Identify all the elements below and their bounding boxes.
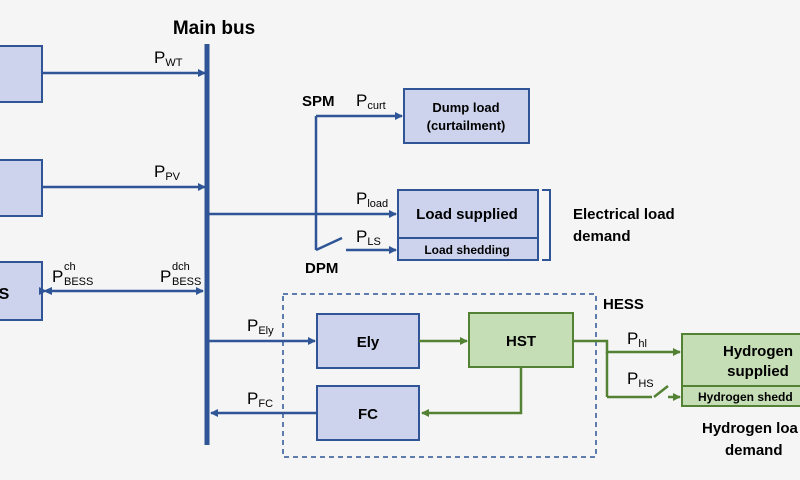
hst-to-h2-supplied-arrow <box>573 339 681 356</box>
p-wt-label: PWT <box>154 48 183 69</box>
load-supplied-label: Load supplied <box>416 206 518 223</box>
svg-text:dch: dch <box>172 261 190 273</box>
fc-label: FC <box>358 406 378 423</box>
p-ls-label: PLS <box>356 227 381 248</box>
main-bus-title: Main bus <box>173 18 255 39</box>
svg-text:ch: ch <box>64 261 76 273</box>
p-curt-label: Pcurt <box>356 91 386 112</box>
pv-block <box>0 159 43 217</box>
p-ely-label: PEly <box>247 316 274 337</box>
load-supplied-block <box>397 189 539 239</box>
p-hs-label: PHS <box>627 369 654 390</box>
svg-text:P: P <box>52 267 63 286</box>
fc-block <box>316 385 420 441</box>
dpm-switch <box>315 236 343 252</box>
wt-block <box>0 45 43 103</box>
hst-block <box>468 312 574 368</box>
p-pv-label: PPV <box>154 162 181 183</box>
p-bess-ch-label: P ch BESS <box>52 261 93 288</box>
hess-boundary <box>282 293 597 458</box>
hess-label: HESS <box>603 296 644 313</box>
ely-label: Ely <box>357 334 380 351</box>
svg-text:P: P <box>160 267 171 286</box>
svg-text:BESS: BESS <box>64 276 93 288</box>
dump-load-label-2: (curtailment) <box>427 118 506 133</box>
h2-shedding-block <box>681 385 800 407</box>
ely-block <box>316 313 420 369</box>
h2-shedding-label: Hydrogen shedd <box>698 390 793 404</box>
bess-block-label: S <box>0 286 10 303</box>
spm-label: SPM <box>302 93 335 110</box>
dump-load-label-1: Dump load <box>432 100 499 115</box>
dpm-label: DPM <box>305 260 338 277</box>
h2-supplied-label-1: Hydrogen <box>723 343 793 360</box>
load-shedding-block <box>397 237 539 261</box>
h2-demand-label-1: Hydrogen loa <box>702 420 799 437</box>
hst-label: HST <box>506 333 536 350</box>
h2-shedding-switch <box>653 385 669 398</box>
electrical-demand-bracket <box>542 189 551 261</box>
hst-to-fc-arrow <box>421 367 523 417</box>
p-load-label: Pload <box>356 189 388 210</box>
electrical-demand-label-1: Electrical load <box>573 206 675 223</box>
electrical-demand-label-2: demand <box>573 228 631 245</box>
svg-text:BESS: BESS <box>172 276 201 288</box>
p-hl-label: Phl <box>627 329 647 350</box>
p-bess-dch-label: P dch BESS <box>160 261 201 288</box>
dump-load-block <box>403 88 530 144</box>
load-shedding-label: Load shedding <box>424 243 509 257</box>
bess-left-arrowhead <box>43 287 52 295</box>
h2-supplied-label-2: supplied <box>727 363 789 380</box>
p-fc-label: PFC <box>247 389 273 410</box>
h2-demand-label-2: demand <box>725 442 783 459</box>
